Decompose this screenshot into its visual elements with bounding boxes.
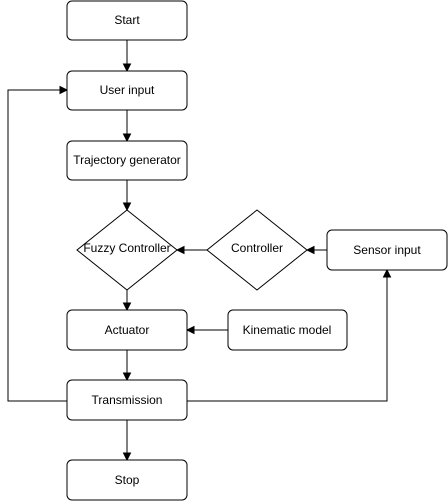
edge-trajectory-generator-to-fuzzy-controller xyxy=(122,180,132,212)
node-controller[interactable]: Controller xyxy=(206,209,308,291)
node-transmission-label: Transmission xyxy=(92,393,163,407)
edge-transmission-to-stop xyxy=(122,420,132,462)
node-trajectory-generator[interactable]: Trajectory generator xyxy=(66,140,188,181)
node-start-label: Start xyxy=(114,13,140,27)
node-stop-label: Stop xyxy=(115,473,140,487)
node-controller-label: Controller xyxy=(231,241,283,255)
node-stop[interactable]: Stop xyxy=(66,459,188,501)
edge-sensor-input-to-controller xyxy=(305,245,327,255)
node-start[interactable]: Start xyxy=(66,0,188,41)
node-user-input-label: User input xyxy=(100,83,155,97)
edge-fuzzy-controller-to-actuator xyxy=(122,290,132,312)
node-fuzzy-controller[interactable]: Fuzzy Controller xyxy=(76,209,178,291)
node-transmission[interactable]: Transmission xyxy=(66,379,188,421)
edges xyxy=(7,40,392,462)
edge-start-to-user-input xyxy=(122,40,132,73)
node-user-input[interactable]: User input xyxy=(66,70,188,111)
node-actuator[interactable]: Actuator xyxy=(66,309,188,351)
node-trajectory-generator-label: Trajectory generator xyxy=(73,153,181,167)
node-fuzzy-controller-label: Fuzzy Controller xyxy=(83,241,170,255)
node-sensor-input-label: Sensor input xyxy=(353,243,421,257)
edge-transmission-to-sensor-input xyxy=(187,268,392,402)
node-kinematic-model[interactable]: Kinematic model xyxy=(227,309,348,351)
nodes: Start User input Trajectory generator Fu… xyxy=(66,0,448,501)
edge-kinematic-model-to-actuator xyxy=(185,325,228,335)
edge-actuator-to-transmission xyxy=(122,350,132,382)
node-actuator-label: Actuator xyxy=(105,323,150,337)
edge-controller-to-fuzzy-controller xyxy=(175,245,207,255)
node-kinematic-model-label: Kinematic model xyxy=(243,323,332,337)
edge-transmission-to-user-input xyxy=(7,85,69,402)
edge-user-input-to-trajectory-generator xyxy=(122,110,132,143)
node-sensor-input[interactable]: Sensor input xyxy=(326,229,448,271)
